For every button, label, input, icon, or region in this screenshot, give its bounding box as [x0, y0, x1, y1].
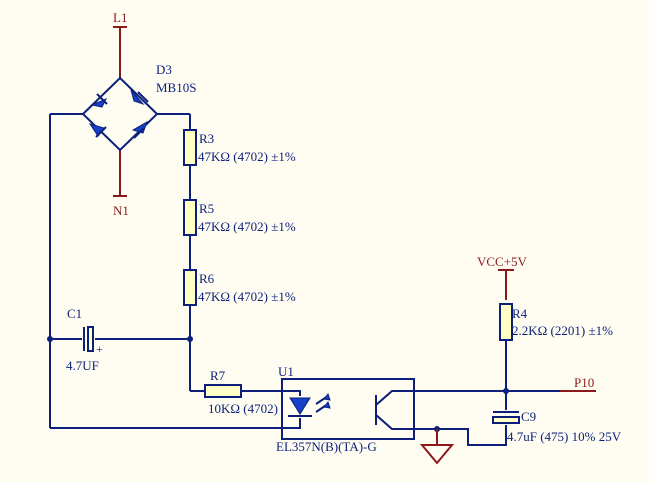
- r3-value: 47KΩ (4702) ±1%: [198, 149, 296, 164]
- d3-ref: D3: [156, 62, 172, 77]
- r6-value: 47KΩ (4702) ±1%: [198, 289, 296, 304]
- resistor-r4: R4 2.2KΩ (2201) ±1%: [499, 303, 613, 391]
- net-label-vcc: VCC+5V: [477, 254, 528, 269]
- net-label-l1: L1: [113, 10, 127, 25]
- u1-value: EL357N(B)(TA)-G: [276, 439, 377, 454]
- r7-value: 10KΩ (4702): [208, 401, 278, 416]
- net-label-p10: P10: [574, 375, 594, 390]
- r7-ref: R7: [210, 368, 226, 383]
- resistor-r6: R6 47KΩ (4702) ±1%: [183, 269, 296, 306]
- junction-dot: [47, 336, 53, 342]
- bridge-rectifier-d3: D3 MB10S: [50, 62, 196, 152]
- r5-ref: R5: [199, 201, 214, 216]
- r5-value: 47KΩ (4702) ±1%: [198, 219, 296, 234]
- diode-icon: [130, 89, 145, 106]
- c9-value: 4.7uF (475) 10% 25V: [507, 429, 622, 444]
- resistor-r3: R3 47KΩ (4702) ±1%: [183, 129, 296, 166]
- net-port-vcc: VCC+5V: [477, 254, 528, 300]
- net-label-n1: N1: [113, 203, 129, 218]
- r6-ref: R6: [199, 271, 215, 286]
- resistor-r5: R5 47KΩ (4702) ±1%: [183, 199, 296, 236]
- optocoupler-u1: U1 EL357N(B)(TA)-G: [276, 364, 415, 454]
- ground-return-wire: [414, 425, 507, 446]
- c9-ref: C9: [521, 409, 536, 424]
- capacitor-c9: C9 4.7uF (475) 10% 25V: [492, 391, 622, 444]
- d3-value: MB10S: [156, 80, 196, 95]
- r3-ref: R3: [199, 131, 214, 146]
- ground-symbol-icon: [419, 429, 455, 465]
- capacitor-c1: + C1 4.7UF: [50, 306, 190, 373]
- led-icon: [289, 397, 311, 415]
- net-port-l1: L1: [113, 10, 127, 78]
- r4-ref: R4: [512, 306, 528, 321]
- r4-value: 2.2KΩ (2201) ±1%: [512, 323, 613, 338]
- diode-icon: [90, 98, 108, 108]
- net-port-n1: N1: [113, 150, 129, 218]
- c1-value: 4.7UF: [66, 358, 99, 373]
- c1-ref: C1: [67, 306, 82, 321]
- net-port-p10: P10: [560, 375, 596, 392]
- diode-icon: [131, 120, 148, 134]
- polarity-plus-icon: +: [96, 342, 103, 356]
- u1-ref: U1: [278, 364, 294, 379]
- resistor-r7: R7 10KΩ (4702): [190, 368, 282, 416]
- junction-dot: [187, 336, 193, 342]
